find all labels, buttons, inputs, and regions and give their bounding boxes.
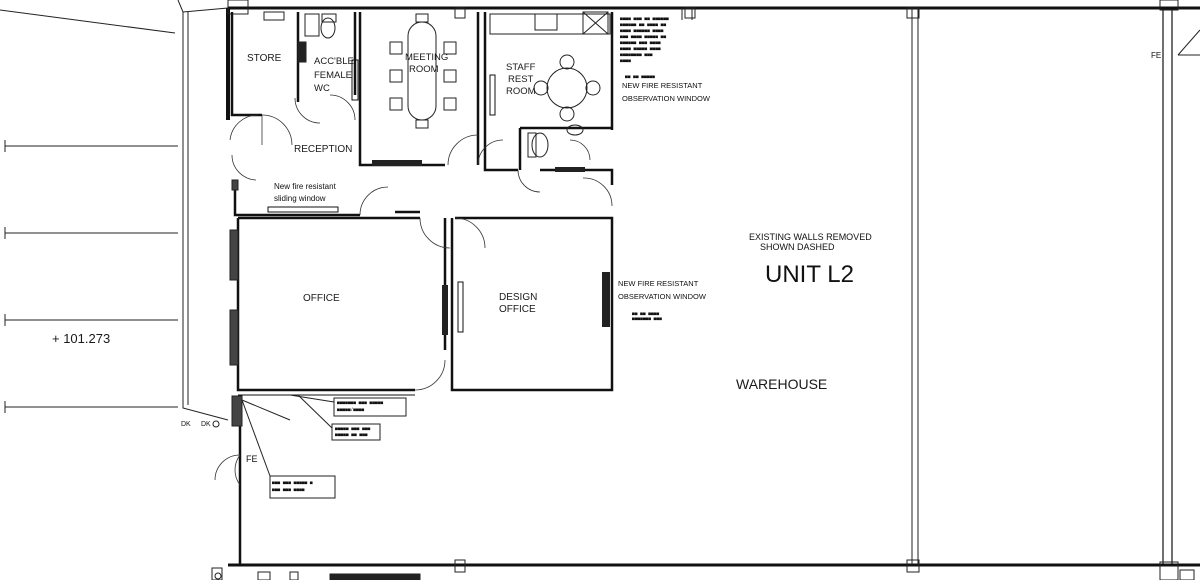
- label-accessible-wc-1: ACC'BLE: [314, 56, 354, 67]
- wc-fixtures: [263, 11, 584, 158]
- level-marker: + 101.273: [52, 331, 110, 346]
- svg-text:■■■■: ■■■■: [620, 59, 631, 64]
- svg-text:■■■■ ■■■■■■ ■■■■: ■■■■ ■■■■■■ ■■■■: [620, 29, 664, 34]
- note-fe-right: FE: [1151, 51, 1161, 60]
- windows-left: [229, 179, 243, 427]
- svg-text:■■■ ■■■ ■■■■■ ■: ■■■ ■■■ ■■■■■ ■: [272, 481, 313, 486]
- note-existing-walls-2: SHOWN DASHED: [760, 242, 835, 252]
- top-edge-details: [227, 0, 1200, 56]
- staff-table: [533, 54, 601, 122]
- label-meeting-room-1: MEETING: [405, 52, 448, 63]
- label-accessible-wc-3: WC: [314, 83, 330, 94]
- svg-text:■■■■■■■■ ■■■: ■■■■■■■■ ■■■: [620, 53, 653, 58]
- svg-text:■■■■■ ■■ ■■■: ■■■■■ ■■ ■■■: [335, 433, 368, 438]
- svg-text:■■■ ■■■■ ■■■■■ ■■: ■■■ ■■■■ ■■■■■ ■■: [620, 35, 666, 40]
- label-meeting-room-2: ROOM: [409, 64, 439, 75]
- note-sliding-window-1: New fire resistant: [274, 182, 337, 191]
- note-observation-window-top-1: NEW FIRE RESISTANT: [622, 81, 703, 90]
- label-reception: RECEPTION: [294, 144, 352, 155]
- observation-windows: [267, 59, 610, 335]
- svg-text:■■ ■■ ■■■■■: ■■ ■■ ■■■■■: [625, 75, 655, 80]
- svg-text:■■ ■■ ■■■■: ■■ ■■ ■■■■: [632, 312, 659, 317]
- label-warehouse: WAREHOUSE: [736, 376, 827, 392]
- label-accessible-wc-2: FEMALE: [314, 70, 352, 81]
- svg-text:■■■■■■ ■■■ ■■■■: ■■■■■■ ■■■ ■■■■: [620, 41, 661, 46]
- svg-text:■■■■■/■■■■: ■■■■■/■■■■: [337, 407, 364, 413]
- note-observation-window-2: OBSERVATION WINDOW: [618, 292, 707, 301]
- svg-text:■■■■ ■■■■■ ■■■■: ■■■■ ■■■■■ ■■■■: [620, 47, 661, 52]
- note-observation-window-top-2: OBSERVATION WINDOW: [622, 94, 711, 103]
- note-dk-2: DK: [201, 421, 211, 428]
- structural-columns: [454, 0, 1179, 580]
- drawing-notes: New fire resistant sliding window NEW FI…: [181, 51, 1161, 464]
- dense-notes: ■■■■ ■■■ ■■ ■■■■■■ ■■■■■■ ■■ ■■■■ ■■ ■■■…: [272, 17, 669, 493]
- label-staff-room-2: REST: [508, 74, 534, 85]
- note-existing-walls-1: EXISTING WALLS REMOVED: [749, 232, 872, 242]
- kitchen-units: [489, 11, 611, 35]
- label-store: STORE: [247, 53, 282, 64]
- bottom-edge-details: [211, 567, 1195, 580]
- dk-markers: [212, 420, 222, 580]
- svg-text:■■■■ ■■■ ■■ ■■■■■■: ■■■■ ■■■ ■■ ■■■■■■: [620, 17, 669, 22]
- label-design-office-2: OFFICE: [499, 304, 536, 315]
- parking-lines: [0, 9, 178, 413]
- note-dk-1: DK: [181, 421, 191, 428]
- svg-text:■■■■■■ ■■ ■■■■ ■■: ■■■■■■ ■■ ■■■■ ■■: [620, 23, 666, 28]
- door-swings: [214, 94, 613, 486]
- note-fe-left: FE: [246, 454, 258, 464]
- svg-text:■■■■■ ■■■ ■■■: ■■■■■ ■■■ ■■■: [335, 427, 371, 432]
- label-design-office-1: DESIGN: [499, 292, 537, 303]
- note-observation-window-1: NEW FIRE RESISTANT: [618, 279, 699, 288]
- unit-title: UNIT L2: [765, 261, 854, 288]
- annotation-boxes: [241, 394, 407, 499]
- label-staff-room-3: ROOM: [506, 86, 536, 97]
- frontage-canopy: [177, 0, 229, 421]
- label-office: OFFICE: [303, 293, 340, 304]
- meeting-table: [389, 13, 457, 129]
- note-sliding-window-2: sliding window: [274, 194, 326, 203]
- label-staff-room-1: STAFF: [506, 62, 536, 73]
- svg-text:■■■■■■■ ■■■: ■■■■■■■ ■■■: [632, 317, 662, 322]
- svg-text:■■■■■■■ ■■■ ■■■■■: ■■■■■■■ ■■■ ■■■■■: [337, 401, 383, 406]
- svg-text:■■■ ■■■ ■■■■: ■■■ ■■■ ■■■■: [272, 488, 305, 493]
- outer-walls: [226, 6, 1200, 567]
- room-labels: STORE ACC'BLE FEMALE WC MEETING ROOM STA…: [247, 52, 827, 392]
